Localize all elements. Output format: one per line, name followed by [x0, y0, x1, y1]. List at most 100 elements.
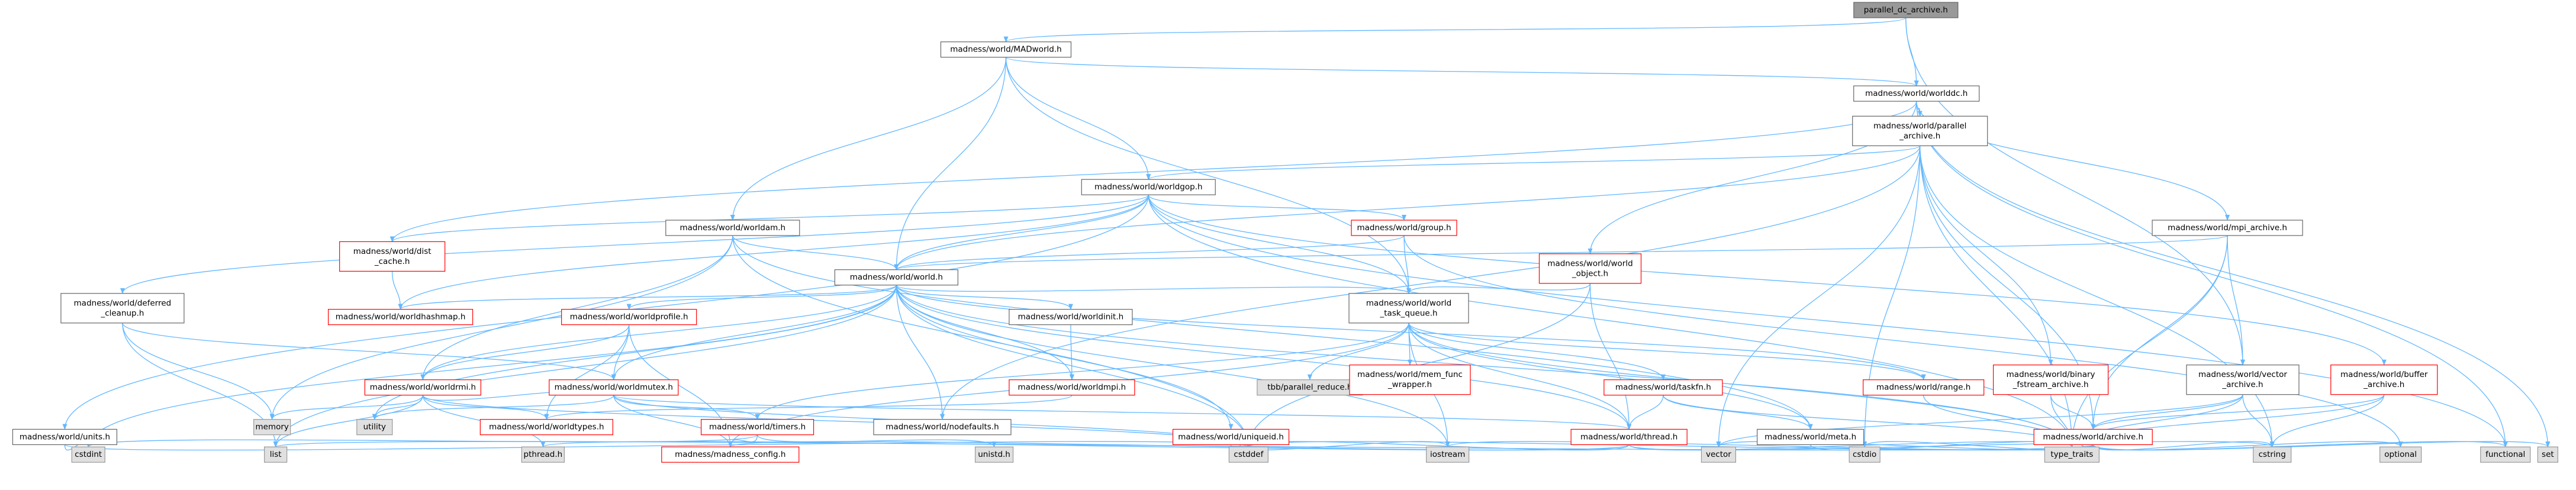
edge-worldam-to-world — [732, 235, 899, 270]
node-unistd[interactable]: unistd.h — [974, 446, 1014, 463]
edge-dist_cache-to-worldhashmap — [392, 271, 403, 310]
node-vector_archive[interactable]: madness/world/vector_archive.h — [2186, 365, 2300, 395]
edge-mpi_archive-to-vector_archive — [2227, 236, 2245, 366]
node-box-thread — [1570, 428, 1688, 446]
node-parallel_archive[interactable]: madness/world/parallel_archive.h — [1852, 115, 1988, 146]
node-utility[interactable]: utility — [356, 419, 393, 436]
node-world[interactable]: madness/world/world.h — [834, 269, 958, 286]
node-box-pthread — [521, 446, 565, 463]
edge-worldmpi-to-worldtypes — [544, 395, 1073, 420]
node-meta[interactable]: madness/world/meta.h — [1757, 428, 1865, 446]
node-optional[interactable]: optional — [2379, 446, 2422, 463]
node-units[interactable]: madness/world/units.h — [12, 428, 118, 446]
node-label-functional-0: functional — [2485, 450, 2525, 459]
node-box-memory — [253, 419, 291, 436]
node-mem_func_wrapper[interactable]: madness/world/mem_func_wrapper.h — [1349, 365, 1471, 395]
edges-layer — [62, 17, 2551, 451]
node-cstddef[interactable]: cstddef — [1228, 446, 1268, 463]
node-label-deferred_cleanup-0: madness/world/deferred — [74, 298, 172, 308]
node-range[interactable]: madness/world/range.h — [1863, 379, 1985, 396]
node-box-worlddc — [1853, 85, 1980, 102]
edge-worldgop-to-type_traits — [1148, 195, 2075, 448]
node-label-worldam-0: madness/world/worldam.h — [680, 223, 785, 233]
node-box-optional — [2379, 446, 2422, 463]
node-nodefaults[interactable]: madness/world/nodefaults.h — [873, 419, 1012, 436]
node-parallel_dc_archive[interactable]: parallel_dc_archive.h — [1853, 2, 1959, 18]
edge-deferred_cleanup-to-worldmutex — [122, 323, 616, 381]
node-world_task_queue[interactable]: madness/world/world_task_queue.h — [1348, 293, 1469, 324]
edge-world-to-iostream — [896, 285, 1450, 448]
edge-world-to-uniqueid — [896, 285, 1234, 430]
edge-vector_archive-to-cstring — [2242, 394, 2275, 448]
node-box-buffer_archive — [2330, 365, 2438, 395]
node-madness_config[interactable]: madness/madness_config.h — [661, 446, 800, 463]
node-tbb_parallel_reduce[interactable]: tbb/parallel_reduce.h — [1257, 379, 1363, 396]
edge-taskfn-to-type_traits — [1663, 395, 2075, 448]
node-worldam[interactable]: madness/world/worldam.h — [665, 220, 800, 236]
node-box-madworld — [940, 41, 1072, 58]
node-label-range-0: madness/world/range.h — [1876, 383, 1970, 392]
node-label-set-0: set — [2542, 450, 2554, 459]
node-functional[interactable]: functional — [2480, 446, 2531, 463]
edge-world-to-nodefaults — [896, 285, 945, 420]
node-cstring[interactable]: cstring — [2253, 446, 2292, 463]
node-mpi_archive[interactable]: madness/world/mpi_archive.h — [2152, 220, 2303, 236]
node-label-thread-0: madness/world/thread.h — [1580, 432, 1677, 441]
node-worldtypes[interactable]: madness/world/worldtypes.h — [479, 419, 613, 436]
node-worldgop[interactable]: madness/world/worldgop.h — [1081, 179, 1216, 195]
node-label-buffer_archive-0: madness/world/buffer — [2340, 370, 2428, 379]
node-label-type_traits-0: type_traits — [2050, 450, 2093, 459]
node-timers[interactable]: madness/world/timers.h — [700, 419, 814, 436]
node-world_object[interactable]: madness/world/world_object.h — [1538, 253, 1642, 284]
node-cstdint[interactable]: cstdint — [71, 446, 105, 463]
edge-group-to-world_task_queue — [1403, 236, 1412, 294]
node-archive[interactable]: madness/world/archive.h — [2033, 428, 2153, 446]
node-box-parallel_archive — [1852, 115, 1988, 146]
edge-world_object-to-world_task_queue — [1406, 283, 1591, 294]
node-pthread[interactable]: pthread.h — [521, 446, 565, 463]
node-worlddc[interactable]: madness/world/worlddc.h — [1853, 85, 1980, 102]
edge-world_task_queue-to-timers — [755, 323, 1409, 420]
node-label-group-0: madness/world/group.h — [1357, 223, 1451, 233]
node-type_traits[interactable]: type_traits — [2044, 446, 2100, 463]
edge-worldmutex-to-utility — [372, 395, 614, 420]
edge-madworld-to-world_task_queue — [1005, 57, 1412, 294]
edge-buffer_archive-to-cstring — [2269, 394, 2385, 448]
edge-world_task_queue-to-taskfn — [1408, 323, 1666, 381]
node-memory[interactable]: memory — [253, 419, 291, 436]
node-label-utility-0: utility — [363, 423, 386, 432]
node-madworld[interactable]: madness/world/MADworld.h — [940, 41, 1072, 58]
node-label-nodefaults-0: madness/world/nodefaults.h — [886, 423, 999, 432]
node-worldmpi[interactable]: madness/world/worldmpi.h — [1009, 379, 1135, 396]
edge-worldam-to-cstddef — [732, 236, 1251, 448]
node-worldprofile[interactable]: madness/world/worldprofile.h — [561, 309, 697, 325]
node-box-cstring — [2253, 446, 2292, 463]
node-label-world_task_queue-0: madness/world/world — [1366, 298, 1451, 308]
node-group[interactable]: madness/world/group.h — [1351, 220, 1457, 236]
node-taskfn[interactable]: madness/world/taskfn.h — [1603, 379, 1723, 396]
node-label-pthread-0: pthread.h — [524, 450, 563, 459]
node-dist_cache[interactable]: madness/world/dist_cache.h — [339, 241, 446, 272]
node-box-madness_config — [661, 446, 800, 463]
node-binary_fstream_archive[interactable]: madness/world/binary_fstream_archive.h — [1992, 365, 2109, 395]
node-worldinit[interactable]: madness/world/worldinit.h — [1009, 309, 1133, 325]
node-cstdio[interactable]: cstdio — [1849, 446, 1881, 463]
node-label-worldprofile-0: madness/world/worldprofile.h — [570, 312, 688, 322]
node-uniqueid[interactable]: madness/world/uniqueid.h — [1172, 428, 1290, 446]
edge-parallel_archive-to-binary_fstream_archive — [1920, 146, 2053, 366]
node-vector[interactable]: vector — [1701, 446, 1737, 463]
node-worldhashmap[interactable]: madness/world/worldhashmap.h — [327, 309, 474, 325]
node-box-unistd — [974, 446, 1014, 463]
edge-world_task_queue-to-meta — [1408, 323, 1813, 430]
node-buffer_archive[interactable]: madness/world/buffer_archive.h — [2330, 365, 2438, 395]
node-box-range — [1863, 379, 1985, 396]
node-worldmutex[interactable]: madness/world/worldmutex.h — [549, 379, 679, 396]
node-thread[interactable]: madness/world/thread.h — [1570, 428, 1688, 446]
node-list[interactable]: list — [264, 446, 288, 463]
node-set[interactable]: set — [2537, 446, 2558, 463]
node-label-cstddef-0: cstddef — [1234, 450, 1264, 459]
node-deferred_cleanup[interactable]: madness/world/deferred_cleanup.h — [60, 293, 185, 324]
node-iostream[interactable]: iostream — [1426, 446, 1470, 463]
node-worldrmi[interactable]: madness/world/worldrmi.h — [364, 379, 482, 396]
